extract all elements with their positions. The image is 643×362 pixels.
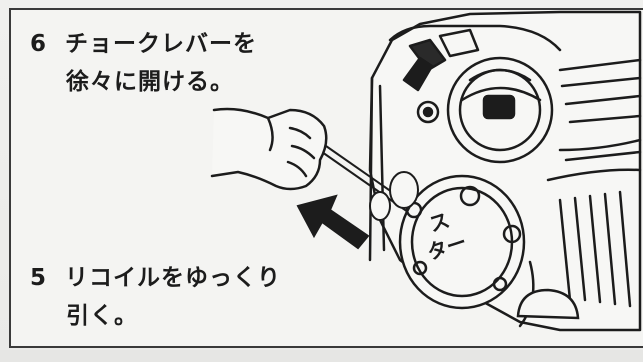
page-bottom-edge	[0, 350, 643, 362]
recoil-starter	[398, 174, 535, 328]
step-6-line-1: 6 チョークレバーを	[30, 24, 257, 58]
hand-illustration	[210, 107, 328, 191]
muffler-cap	[516, 288, 580, 320]
pull-arrow	[296, 194, 370, 250]
step-6-line-2: 徐々に開ける。	[66, 69, 234, 95]
step-5-text-1: リコイルをゆっくり	[65, 265, 282, 291]
step-5-number: 5	[30, 265, 48, 291]
recoil-rope	[321, 145, 419, 221]
step-5-line-1: 5 リコイルをゆっくり	[30, 258, 281, 292]
step-6-number: 6	[30, 31, 48, 57]
step-5-line-2: 引く。	[66, 303, 138, 329]
choke-lever	[402, 56, 434, 92]
step-6-text-1: チョークレバーを	[65, 31, 258, 57]
